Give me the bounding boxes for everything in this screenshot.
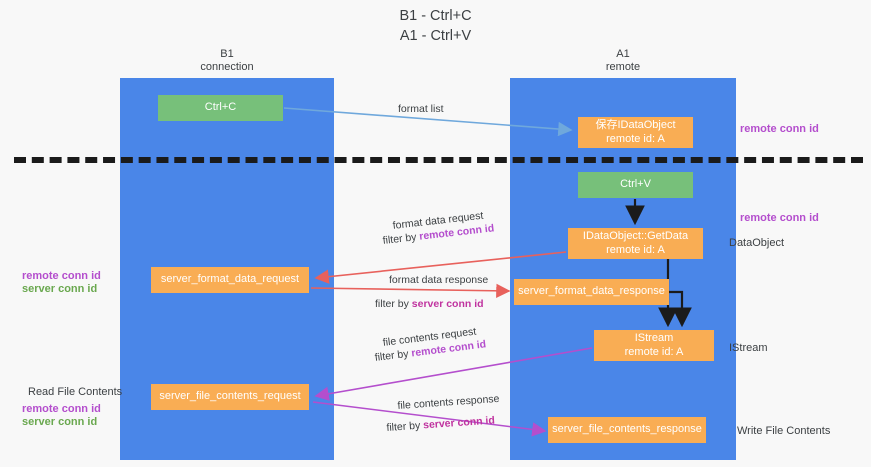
connector-file-contents-response bbox=[312, 401, 547, 437]
connector-format-data-request bbox=[314, 251, 567, 284]
section-divider bbox=[14, 157, 863, 163]
connector-file-contents-request bbox=[314, 347, 593, 401]
node-server-file-contents-request[interactable]: server_file_contents_request bbox=[151, 384, 309, 410]
label-right-remote-conn-id-top: remote conn id bbox=[740, 123, 819, 135]
edge-label-format-data-response: format data response bbox=[389, 274, 489, 286]
edge-label-format-data-response-filter: filter by server conn id bbox=[375, 297, 484, 311]
connector-formatresponse-to-istream bbox=[668, 290, 692, 328]
node-server-file-contents-response[interactable]: server_file_contents_response bbox=[548, 417, 706, 443]
connector-format-list bbox=[283, 107, 573, 137]
label-right-write-file-contents: Write File Contents bbox=[737, 425, 831, 437]
node-istream[interactable]: IStream remote id: A bbox=[594, 330, 714, 361]
label-right-dataobject: DataObject bbox=[729, 237, 785, 249]
edge-label-format-list: format list bbox=[398, 103, 444, 115]
connector-format-data-response bbox=[310, 283, 511, 299]
filter-key-server-conn-id: server conn id bbox=[411, 298, 484, 310]
node-idataobject-getdata[interactable]: IDataObject::GetData remote id: A bbox=[568, 228, 703, 259]
label-right-istream: IStream bbox=[729, 342, 768, 354]
label-left-server-conn-id-top: server conn id bbox=[22, 283, 98, 295]
filter-prefix: filter by bbox=[375, 298, 412, 310]
column-header-a1: A1 remote bbox=[605, 48, 641, 73]
label-left-remote-conn-id-top: remote conn id bbox=[22, 270, 101, 282]
column-header-b1: B1 connection bbox=[200, 48, 254, 73]
label-left-server-conn-id-bottom: server conn id bbox=[22, 416, 98, 428]
label-left-read-file-contents: Read File Contents bbox=[28, 386, 123, 398]
node-ctrl-c[interactable]: Ctrl+C bbox=[158, 95, 283, 121]
label-right-remote-conn-id-mid: remote conn id bbox=[740, 212, 819, 224]
node-server-format-data-request[interactable]: server_format_data_request bbox=[151, 267, 309, 293]
diagram-title: B1 - Ctrl+C A1 - Ctrl+V bbox=[399, 8, 472, 44]
filter-prefix: filter by bbox=[386, 419, 424, 434]
node-ctrl-v[interactable]: Ctrl+V bbox=[578, 172, 693, 198]
node-save-idataobject[interactable]: 保存IDataObject remote id: A bbox=[578, 117, 693, 148]
node-server-format-data-response[interactable]: server_format_data_response bbox=[514, 279, 669, 305]
label-left-remote-conn-id-bottom: remote conn id bbox=[22, 403, 101, 415]
